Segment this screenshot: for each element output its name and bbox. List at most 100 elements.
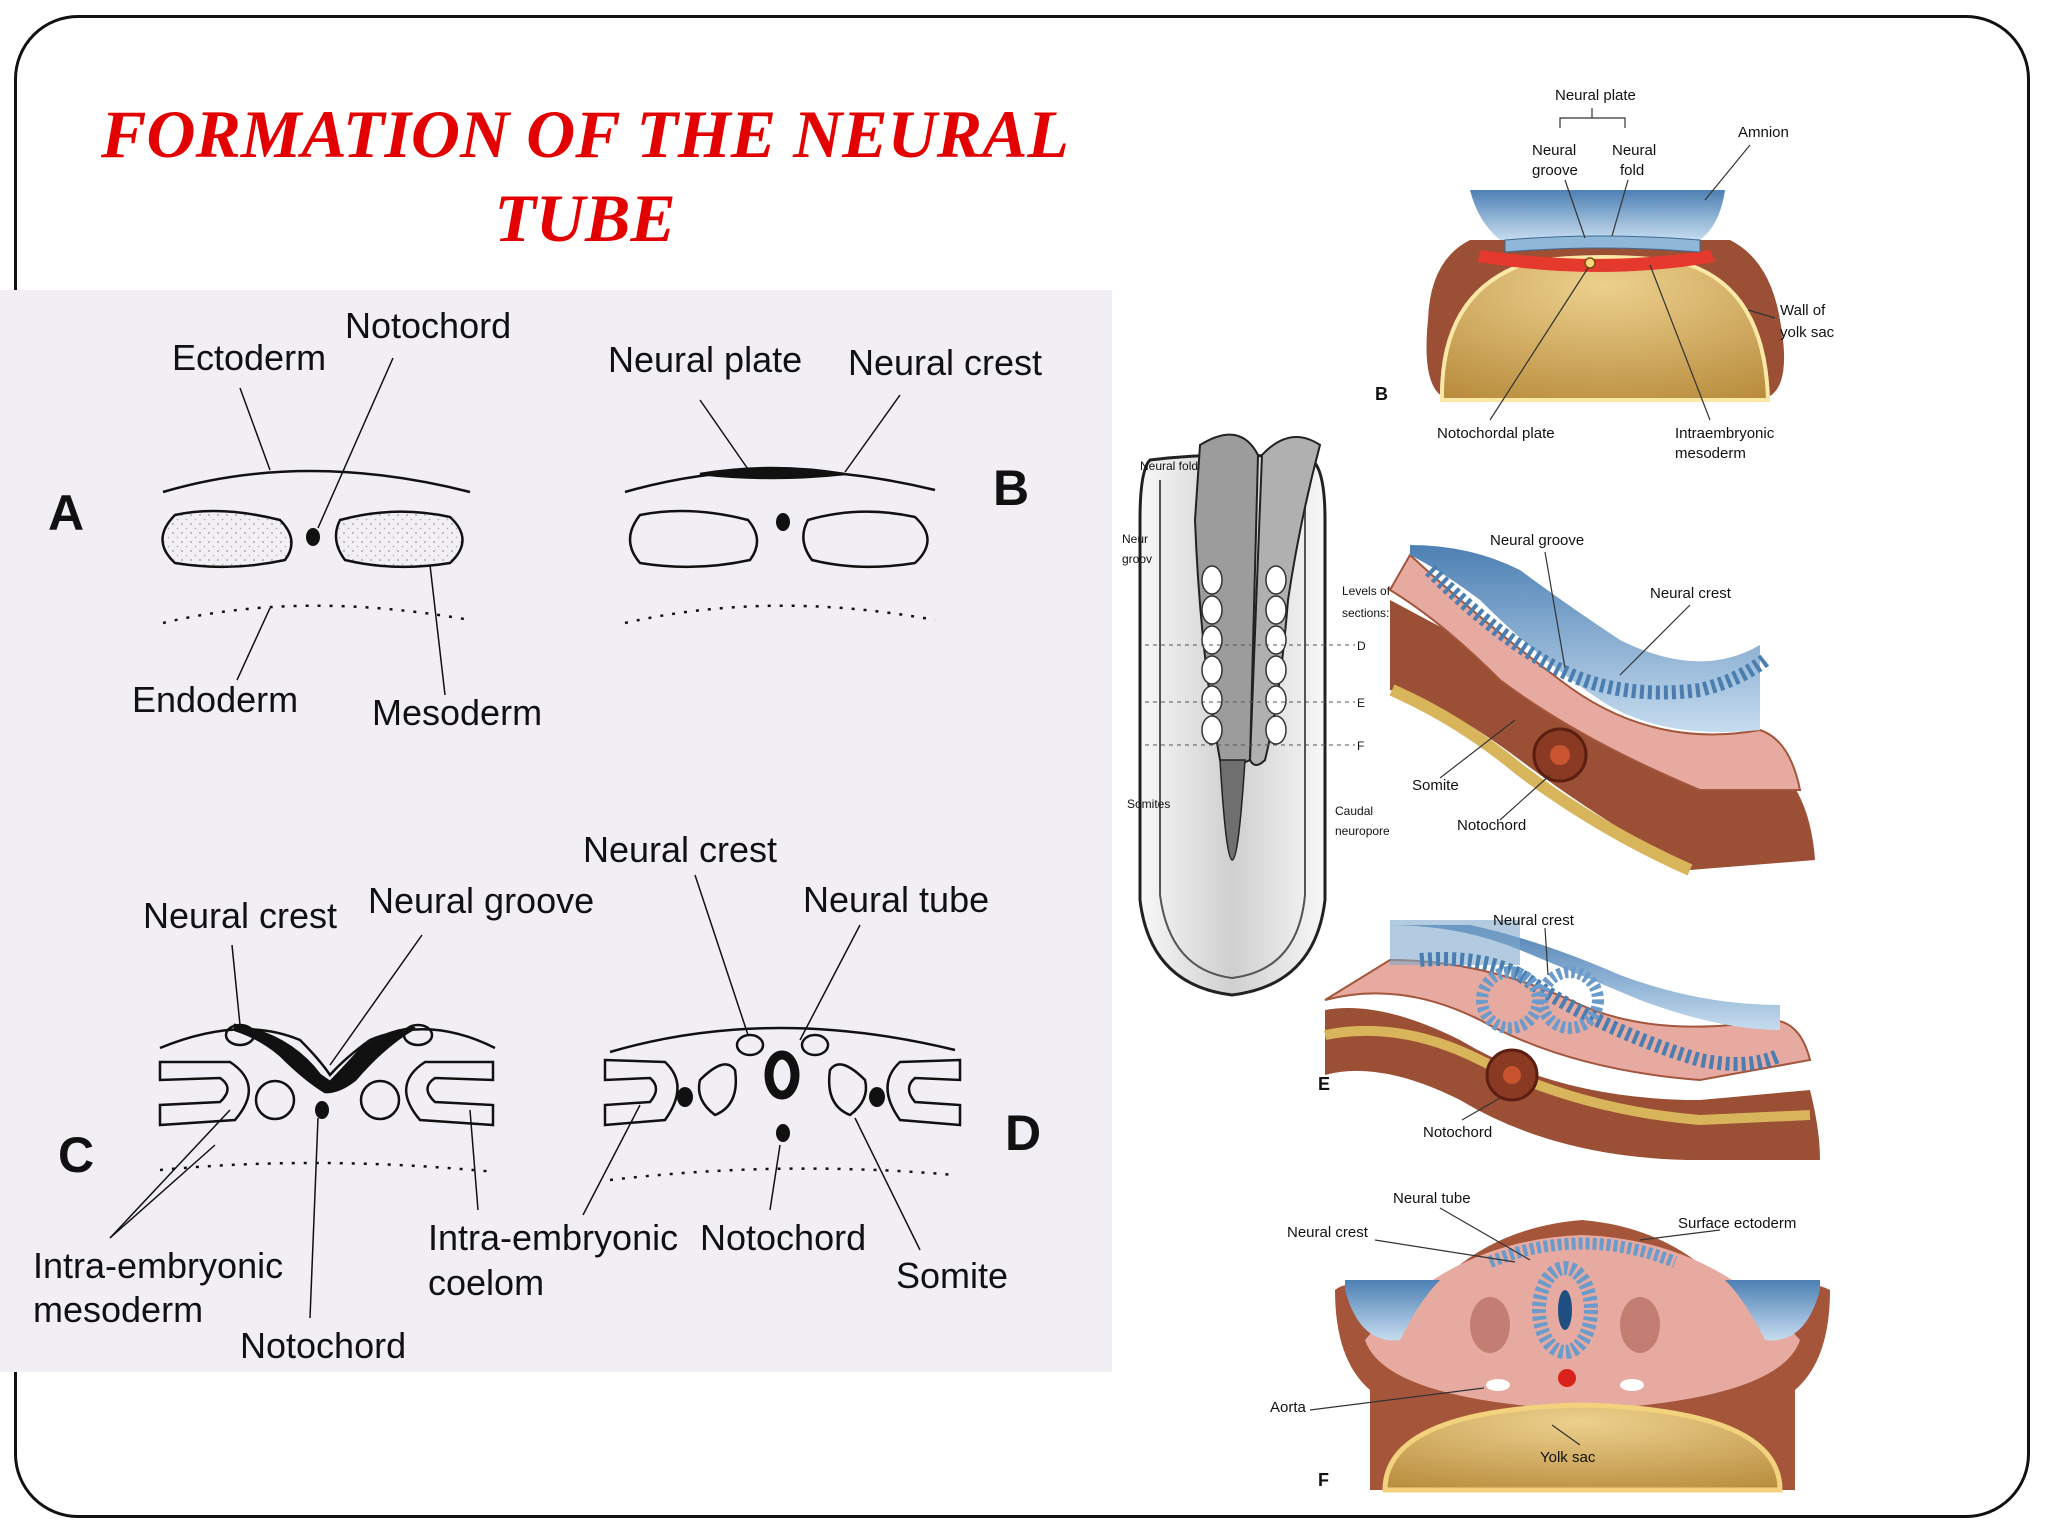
title-line-1: FORMATION OF THE NEURAL <box>101 96 1069 172</box>
leader-notochord-d <box>769 1144 781 1211</box>
leader-intra-mesoderm-2 <box>109 1144 216 1239</box>
ectoderm-line-d <box>609 1026 956 1054</box>
somite-node-left-d <box>677 1087 693 1107</box>
bracket-neural-plate <box>1559 108 1626 128</box>
notochordal-plate-dot <box>1584 257 1596 269</box>
rf-label-aorta: Aorta <box>1270 1399 1307 1416</box>
right-panel-f: Neural tube Neural crest Surface ectoder… <box>1270 1190 1830 1493</box>
label-intra-coelom-1: Intra-embryonic <box>428 1217 678 1258</box>
f-amnion-left <box>1345 1280 1440 1341</box>
coelom-left-c <box>158 1060 251 1127</box>
rb-label-neural-2: Neural <box>1612 142 1656 159</box>
somites-right <box>1265 565 1287 745</box>
neural-tube-d <box>764 1050 800 1100</box>
ectoderm-line-c <box>159 1027 496 1078</box>
f-somite-right <box>1620 1297 1660 1353</box>
leader-neural-crest-c <box>231 944 241 1026</box>
label-endoderm: Endoderm <box>132 679 298 720</box>
embryo-label-f: F <box>1357 739 1364 753</box>
leader-amnion <box>1704 144 1751 201</box>
amniotic-cavity <box>1470 190 1725 240</box>
neural-plate-b <box>699 466 846 480</box>
embryo-label-levels: Levels of <box>1342 584 1391 598</box>
label-somite: Somite <box>896 1255 1008 1296</box>
rb-panel-letter: B <box>1375 384 1388 404</box>
yolk-sac <box>1439 255 1771 402</box>
embryo-label-somites: Somites <box>1127 797 1170 811</box>
label-notochord-d: Notochord <box>700 1217 866 1258</box>
rb-label-neural-plate: Neural plate <box>1555 87 1636 104</box>
right-panel-b: Neural plate Neural groove Neural fold A… <box>1375 87 1835 462</box>
rf-label-yolk-sac: Yolk sac <box>1540 1449 1596 1466</box>
panel-c <box>109 934 496 1319</box>
panel-b <box>624 394 936 625</box>
notochord-dot-d <box>776 1124 790 1142</box>
embryo-label-groov: groov <box>1122 552 1152 566</box>
leader-rd-neural-groove <box>1544 551 1566 669</box>
embryo-dorsal-view: Neural fold Neur groov Levels of section… <box>1122 433 1391 997</box>
embryo-label-neural-fold: Neural fold <box>1140 459 1198 473</box>
mesoderm-block-left-b <box>628 509 759 569</box>
block-d-amnion-surface <box>1410 545 1760 732</box>
f-yolk-sac <box>1382 1402 1783 1493</box>
left-labels: A Ectoderm Notochord Endoderm Mesoderm B… <box>33 305 1042 1366</box>
leader-neural-plate <box>699 399 751 473</box>
leader-notochord-a <box>317 357 394 529</box>
leader-rf-yolk-sac <box>1551 1424 1581 1446</box>
neural-crest-right-c <box>402 1023 434 1047</box>
leader-wall-yolk <box>1747 309 1776 319</box>
rb-label-wall-of: Wall of <box>1780 302 1826 319</box>
somite-node-right-d <box>869 1087 885 1107</box>
panel-letter-b: B <box>993 460 1029 516</box>
embryo-label-d: D <box>1357 639 1366 653</box>
f-somite-left <box>1470 1297 1510 1353</box>
label-neural-groove: Neural groove <box>368 880 594 921</box>
mesoderm-block-left-a <box>161 509 293 569</box>
leader-neural-fold-rb <box>1611 179 1629 237</box>
endoderm-line-a <box>162 604 471 625</box>
leader-neural-tube <box>799 924 861 1041</box>
block-e-neural-fold <box>1419 952 1784 1071</box>
rd-label-neural-groove: Neural groove <box>1490 532 1584 549</box>
rb-label-fold: fold <box>1620 162 1644 179</box>
neural-fold-right <box>1248 436 1322 766</box>
panel-letter-a: A <box>48 485 84 541</box>
leader-notochord-c <box>309 1117 319 1319</box>
rb-label-intraembryonic: Intraembryonic <box>1675 425 1775 442</box>
block-e-notochord-core <box>1503 1066 1521 1084</box>
label-ectoderm: Ectoderm <box>172 337 326 378</box>
rb-label-groove: groove <box>1532 162 1578 179</box>
block-d-neural-groove <box>1425 565 1770 700</box>
ectoderm-line-a <box>162 469 471 494</box>
mesoderm-block-right-a <box>334 510 464 569</box>
label-neural-plate: Neural plate <box>608 339 802 380</box>
block-e-neural-crest-coil-2 <box>1536 966 1604 1034</box>
rf-label-neural-tube: Neural tube <box>1393 1190 1471 1207</box>
endoderm-line-c <box>159 1161 496 1174</box>
f-aorta-left <box>1486 1379 1510 1391</box>
rd-label-notochord: Notochord <box>1457 817 1526 834</box>
leader-ectoderm <box>239 387 271 471</box>
leader-rd-somite <box>1439 719 1516 779</box>
embryo-label-caudal: Caudal <box>1335 804 1373 818</box>
block-d-pink-body <box>1388 553 1802 791</box>
rb-label-mesoderm: mesoderm <box>1675 445 1746 462</box>
neural-crest-left-d <box>735 1033 765 1057</box>
rb-label-amnion: Amnion <box>1738 124 1789 141</box>
neural-crest-right-d <box>800 1033 830 1057</box>
panel-letter-c: C <box>58 1127 94 1183</box>
leader-neural-crest-b <box>844 394 901 473</box>
left-diagram <box>109 357 962 1319</box>
slide-title: FORMATION OF THE NEURAL TUBE <box>50 92 1120 260</box>
label-neural-crest-b: Neural crest <box>848 342 1042 383</box>
neural-plate-ridge <box>1504 235 1701 253</box>
block-d-yolk-layer <box>1389 684 1693 876</box>
f-surface-ectoderm <box>1487 1237 1678 1268</box>
right-panel-d: Neural groove Neural crest Somite Notoch… <box>1388 532 1815 876</box>
leader-rf-neural-crest <box>1374 1239 1516 1263</box>
leader-rd-notochord <box>1499 774 1551 821</box>
label-intra-coelom-2: coelom <box>428 1262 544 1303</box>
re-label-notochord: Notochord <box>1423 1124 1492 1141</box>
rb-label-yolk-sac: yolk sac <box>1780 324 1835 341</box>
leader-somite <box>854 1117 921 1251</box>
